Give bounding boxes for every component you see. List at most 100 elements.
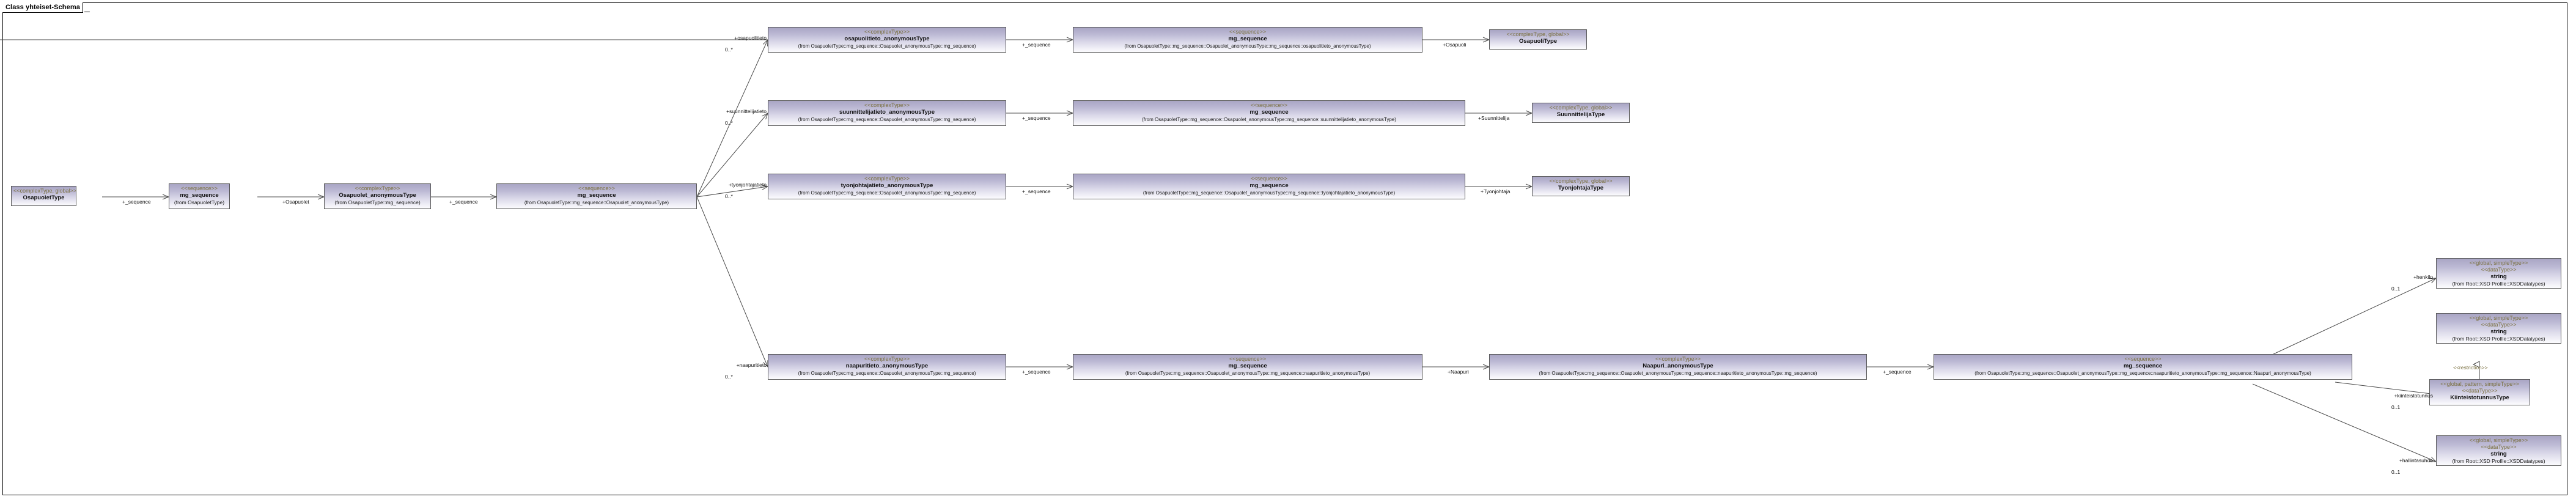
node-stereotype: <<global, simpleType>> xyxy=(2469,315,2528,321)
edge-label-sequence-2: +_sequence xyxy=(449,199,478,205)
node-stereotype: <<complexType, global>> xyxy=(1506,31,1570,37)
node-namespace: (from Root::XSD Profile::XSDDatatypes) xyxy=(2452,281,2545,287)
node-stereotype-datatype: <<dataType>> xyxy=(2462,388,2498,394)
node-name: mg_sequence xyxy=(577,192,616,199)
node-naapuri-anonymous-type[interactable]: <<complexType>> Naapuri_anonymousType (f… xyxy=(1489,354,1867,380)
node-name: osapuolitieto_anonymousType xyxy=(844,35,930,42)
node-name: string xyxy=(2490,273,2507,280)
edge-label-sequence-3: +_sequence xyxy=(1022,42,1051,48)
node-stereotype: <<sequence>> xyxy=(1229,29,1267,35)
node-stereotype: <<global, simpleType>> xyxy=(2469,260,2528,266)
node-name: naapuritieto_anonymousType xyxy=(845,363,929,369)
node-name: string xyxy=(2490,451,2507,457)
node-naapuritieto-anonymous-type[interactable]: <<complexType>> naapuritieto_anonymousTy… xyxy=(768,354,1006,380)
edge-label-sequence-4: +_sequence xyxy=(1022,115,1051,121)
edge-label-tyonjohtaja: +Tyonjohtaja xyxy=(1481,188,1511,194)
edge-mult-suunnittelijatieto: 0..* xyxy=(725,120,733,126)
node-stereotype: <<complexType>> xyxy=(1655,356,1701,362)
node-suunnittelijatieto-anonymous-type[interactable]: <<complexType>> suunnittelijatieto_anony… xyxy=(768,100,1006,126)
node-tyonjohtaja-type[interactable]: <<complexType, global>> TyonjohtajaType xyxy=(1532,176,1630,196)
node-osapuolitieto-anonymous-type[interactable]: <<complexType>> osapuolitieto_anonymousT… xyxy=(768,27,1006,53)
node-stereotype-datatype: <<dataType>> xyxy=(2481,322,2517,328)
node-stereotype: <<sequence>> xyxy=(1229,356,1267,362)
node-name: OsapuoliType xyxy=(1518,38,1558,45)
edge-mult-henkilo: 0..1 xyxy=(2391,286,2401,292)
node-osapuolet-anon-seq[interactable]: <<sequence>> mg_sequence (from Osapuolet… xyxy=(496,183,697,209)
edge-label-osapuolet: +Osapuolet xyxy=(282,199,309,205)
node-namespace: (from OsapuoletType::mg_sequence) xyxy=(334,199,421,205)
node-suunnittelijatieto-seq[interactable]: <<sequence>> mg_sequence (from Osapuolet… xyxy=(1073,100,1465,126)
node-stereotype-datatype: <<dataType>> xyxy=(2481,444,2517,450)
node-namespace: (from OsapuoletType::mg_sequence::Osapuo… xyxy=(1125,371,1371,376)
node-osapuolet-type[interactable]: <<complexType, global>> OsapuoletType xyxy=(11,186,76,206)
node-namespace: (from OsapuoletType::mg_sequence::Osapuo… xyxy=(798,117,976,122)
node-name: string xyxy=(2490,328,2507,335)
node-osapuolet-type-seq[interactable]: <<sequence>> mg_sequence (from Osapuolet… xyxy=(169,183,230,209)
node-namespace: (from OsapuoletType::mg_sequence::Osapuo… xyxy=(524,200,669,205)
node-stereotype: <<complexType, global>> xyxy=(13,188,76,194)
edge-label-naapuritieto: +naapuritieto xyxy=(736,362,767,368)
node-stereotype: <<complexType>> xyxy=(864,29,910,35)
node-namespace: (from OsapuoletType::mg_sequence::Osapuo… xyxy=(1974,371,2311,376)
node-naapuritieto-seq[interactable]: <<sequence>> mg_sequence (from Osapuolet… xyxy=(1073,354,1422,380)
node-name: mg_sequence xyxy=(1249,109,1289,116)
node-namespace: (from OsapuoletType::mg_sequence::Osapuo… xyxy=(798,43,976,49)
node-osapuolet-anonymous-type[interactable]: <<complexType>> Osapuolet_anonymousType … xyxy=(324,183,431,209)
node-namespace: (from OsapuoletType::mg_sequence::Osapuo… xyxy=(1539,371,1817,376)
node-namespace: (from OsapuoletType::mg_sequence::Osapuo… xyxy=(798,371,976,376)
node-stereotype: <<complexType, global>> xyxy=(1549,105,1613,111)
node-name: OsapuoletType xyxy=(23,194,65,201)
node-tyonjohtajatieto-seq[interactable]: <<sequence>> mg_sequence (from Osapuolet… xyxy=(1073,174,1465,199)
edge-label-sequence-6: +_sequence xyxy=(1022,369,1051,375)
node-string-restriction-base[interactable]: <<global, simpleType>> <<dataType>> stri… xyxy=(2436,313,2561,344)
node-namespace: (from OsapuoletType::mg_sequence::Osapuo… xyxy=(798,190,976,196)
node-name: TyonjohtajaType xyxy=(1558,185,1604,191)
node-naapuri-seq[interactable]: <<sequence>> mg_sequence (from Osapuolet… xyxy=(1934,354,2352,380)
node-stereotype-datatype: <<dataType>> xyxy=(2481,267,2517,273)
edge-mult-osapuolitieto: 0..* xyxy=(725,46,733,53)
node-namespace: (from Root::XSD Profile::XSDDatatypes) xyxy=(2452,336,2545,342)
edge-mult-tyonjohtajatieto: 0..* xyxy=(725,193,733,199)
node-stereotype: <<sequence>> xyxy=(2124,356,2162,362)
node-stereotype: <<complexType>> xyxy=(864,175,910,182)
node-osapuolitieto-seq[interactable]: <<sequence>> mg_sequence (from Osapuolet… xyxy=(1073,27,1422,53)
edge-label-tyonjohtajatieto: +tyonjohtajatieto xyxy=(728,182,767,188)
diagram-frame xyxy=(2,2,2567,495)
node-string-hallintasuhde[interactable]: <<global, simpleType>> <<dataType>> stri… xyxy=(2436,435,2561,466)
edge-label-sequence-5: +_sequence xyxy=(1022,188,1051,194)
edge-label-suunnittelija: +Suunnittelija xyxy=(1478,115,1510,121)
node-stereotype: <<sequence>> xyxy=(180,185,218,191)
edge-label-osapuoli: +Osapuoli xyxy=(1443,42,1466,48)
edge-label-restriction: <<restriction>> xyxy=(2453,364,2488,371)
edge-label-sequence-7: +_sequence xyxy=(1883,369,1912,375)
node-stereotype: <<sequence>> xyxy=(578,185,616,191)
edge-label-hallintasuhde: +hallintasuhde xyxy=(2399,457,2433,463)
node-namespace: (from OsapuoletType) xyxy=(174,199,225,205)
node-name: mg_sequence xyxy=(1249,182,1289,189)
edge-label-kiinteistotunnus: +kiinteistotunnus xyxy=(2394,393,2433,399)
node-tyonjohtajatieto-anonymous-type[interactable]: <<complexType>> tyonjohtajatieto_anonymo… xyxy=(768,174,1006,199)
edge-mult-kiinteistotunnus: 0..1 xyxy=(2391,404,2401,410)
edge-label-osapuolitieto: +osapuolitieto xyxy=(734,35,767,41)
node-name: KiinteistotunnusType xyxy=(2450,394,2509,401)
node-stereotype: <<global, pattern, simpleType>> xyxy=(2440,381,2519,387)
node-string-henkilo[interactable]: <<global, simpleType>> <<dataType>> stri… xyxy=(2436,258,2561,289)
node-stereotype: <<complexType, global>> xyxy=(1549,178,1613,184)
edge-label-naapuri: +Naapuri xyxy=(1448,369,1469,375)
node-stereotype: <<global, simpleType>> xyxy=(2469,437,2528,443)
node-namespace: (from Root::XSD Profile::XSDDatatypes) xyxy=(2452,458,2545,464)
node-name: mg_sequence xyxy=(1228,35,1267,42)
edge-mult-naapuritieto: 0..* xyxy=(725,374,733,380)
node-namespace: (from OsapuoletType::mg_sequence::Osapuo… xyxy=(1143,190,1396,196)
node-name: mg_sequence xyxy=(2123,363,2163,369)
edge-label-suunnittelijatieto: +suunnittelijatieto xyxy=(726,108,767,114)
node-suunnittelija-type[interactable]: <<complexType, global>> SuunnittelijaTyp… xyxy=(1532,103,1630,123)
edge-label-sequence-1: +_sequence xyxy=(122,199,151,205)
node-name: mg_sequence xyxy=(1228,363,1267,369)
node-stereotype: <<complexType>> xyxy=(864,356,910,362)
diagram-frame-label: Class yhteiset-Schema xyxy=(2,2,83,13)
node-name: Naapuri_anonymousType xyxy=(1643,363,1713,369)
node-name: tyonjohtajatieto_anonymousType xyxy=(841,182,933,189)
node-osapuoli-type[interactable]: <<complexType, global>> OsapuoliType xyxy=(1489,29,1587,50)
node-kiinteistotunnus-type[interactable]: <<global, pattern, simpleType>> <<dataTy… xyxy=(2429,379,2530,405)
